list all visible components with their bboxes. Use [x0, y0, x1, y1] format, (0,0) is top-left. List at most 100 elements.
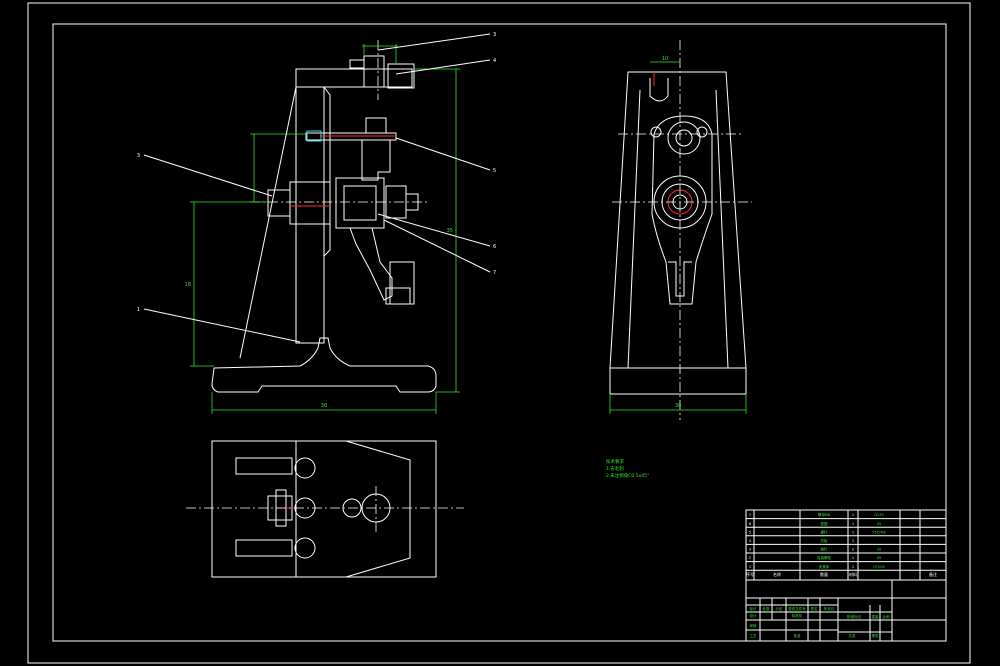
notes-line-1: 1.去毛刺 — [606, 465, 624, 472]
parts-cell-no: 3 — [749, 548, 751, 552]
clamp-inner — [343, 185, 377, 221]
dim-width-label: 30 — [321, 403, 327, 409]
tb-r2-4: 签名 — [811, 606, 818, 611]
top-clamp-right — [387, 63, 415, 89]
inner-border — [52, 23, 947, 642]
tb-r3-2: 阶段标记 — [847, 614, 861, 619]
tb-header-remark: 备注 — [929, 571, 937, 577]
leader-label-7: 1 — [137, 307, 140, 313]
parts-cell-name: 连接螺栓 — [817, 555, 831, 560]
parts-cell-material: 35CrMo — [872, 530, 886, 534]
dim-slot-label: 18 — [185, 282, 191, 288]
notes-title: 技术要求 — [606, 458, 624, 465]
column-step — [323, 86, 331, 257]
parts-cell-name: 螺母M8 — [818, 512, 830, 517]
side-inner-left — [627, 89, 641, 369]
parts-cell-qty: 1 — [852, 539, 854, 543]
side-upper-hole — [675, 129, 693, 147]
parts-cell-qty: 1 — [852, 556, 854, 560]
parts-cell-no: 6 — [749, 522, 751, 526]
tb-r3-4: 比例 — [883, 614, 891, 619]
bolt-left — [267, 189, 291, 217]
leader-pin — [395, 137, 491, 171]
parts-cell-name: 销钉 — [821, 547, 829, 552]
tb-r2-3: 更改文件号 — [788, 606, 806, 611]
tb-r4-3: 共张 — [849, 633, 857, 638]
tb-r2-1: 处数 — [763, 606, 771, 611]
side-inner-right — [715, 89, 729, 369]
leader-label-6: 7 — [493, 270, 496, 276]
top-hole-upper — [294, 457, 316, 479]
pin-knob — [365, 117, 387, 134]
parts-cell-name: 压板 — [821, 538, 829, 543]
parts-cell-no: 4 — [749, 539, 752, 543]
top-slot-lower — [235, 539, 293, 557]
top-slot-upper — [235, 457, 293, 475]
side-dim-top-label: 10 — [662, 56, 668, 62]
parts-cell-material: 20 — [877, 548, 881, 552]
parts-cell-no: 7 — [749, 513, 751, 517]
tb-header-qty: 数量 — [820, 571, 828, 577]
tb-r2-2: 分区 — [776, 606, 784, 611]
parts-cell-qty: 1 — [852, 565, 854, 569]
notes-line-2: 2.未注倒角C0.5x45° — [606, 472, 649, 479]
tb-header-no: 序号 — [746, 571, 754, 577]
dim-height-label: 35 — [447, 228, 453, 234]
parts-cell-material: 45 — [877, 556, 881, 560]
parts-cell-name: 螺杆 — [821, 529, 829, 534]
parts-cell-no: 2 — [749, 556, 751, 560]
leader-label-3: 5 — [493, 168, 496, 174]
lower-arm — [349, 227, 393, 301]
leader-mid-1 — [377, 213, 491, 247]
leader-body — [239, 86, 297, 359]
side-upper-boss — [667, 121, 701, 155]
tb-header-name: 名称 — [773, 571, 781, 577]
tb-header-material: 材料 — [849, 571, 857, 577]
leader-base — [143, 308, 301, 343]
parts-cell-material: Q235 — [874, 513, 883, 517]
tb-r4-0: 审核 — [750, 623, 758, 628]
top-view — [186, 440, 464, 578]
top-hole-lower — [294, 537, 316, 559]
tb-r3-3: 重量 — [872, 614, 880, 619]
leader-left — [143, 154, 273, 197]
top-arm — [295, 68, 413, 88]
parts-cell-name: 垫圈 — [821, 521, 829, 526]
cross-pin-hole — [306, 130, 322, 142]
parts-cell-qty: 1 — [852, 522, 854, 526]
top-view-outline — [211, 440, 437, 578]
leader-label-4: 3 — [137, 153, 140, 159]
parts-cell-qty: 1 — [852, 530, 854, 534]
lower-block-cap — [385, 287, 411, 305]
parts-cell-qty: 1 — [852, 513, 854, 517]
tb-r4-4: 第张 — [872, 633, 880, 638]
parts-cell-material: 45 — [877, 522, 881, 526]
tb-r4-1: 工艺 — [750, 633, 758, 638]
leader-top-2 — [395, 59, 491, 75]
title-block-frame — [745, 509, 947, 642]
leader-top-1 — [377, 33, 491, 51]
bracket-body — [361, 139, 391, 181]
side-dim-base-label: 30 — [675, 403, 681, 409]
tb-r3-1: 标准化 — [792, 613, 803, 618]
side-pin-right — [696, 126, 708, 138]
top-screw-head — [349, 59, 365, 69]
tb-r2-0: 标记 — [750, 606, 758, 611]
tb-r3-0: 设计 — [750, 613, 758, 618]
parts-cell-qty: 2 — [852, 548, 854, 552]
leader-label-2: 4 — [493, 58, 496, 64]
parts-cell-material: HT200 — [873, 565, 884, 569]
column-section — [295, 86, 325, 344]
parts-cell-no: 1 — [749, 565, 751, 569]
front-view: 30 35 18 3 4 5 3 6 7 1 — [137, 32, 496, 414]
side-arm — [651, 115, 713, 305]
tb-r2-5: 年月日 — [824, 606, 835, 611]
parts-cell-name: 夹具体 — [819, 564, 830, 569]
base-section — [211, 337, 437, 393]
leader-label-1: 3 — [493, 32, 496, 38]
side-view: 30 10 — [609, 40, 752, 420]
